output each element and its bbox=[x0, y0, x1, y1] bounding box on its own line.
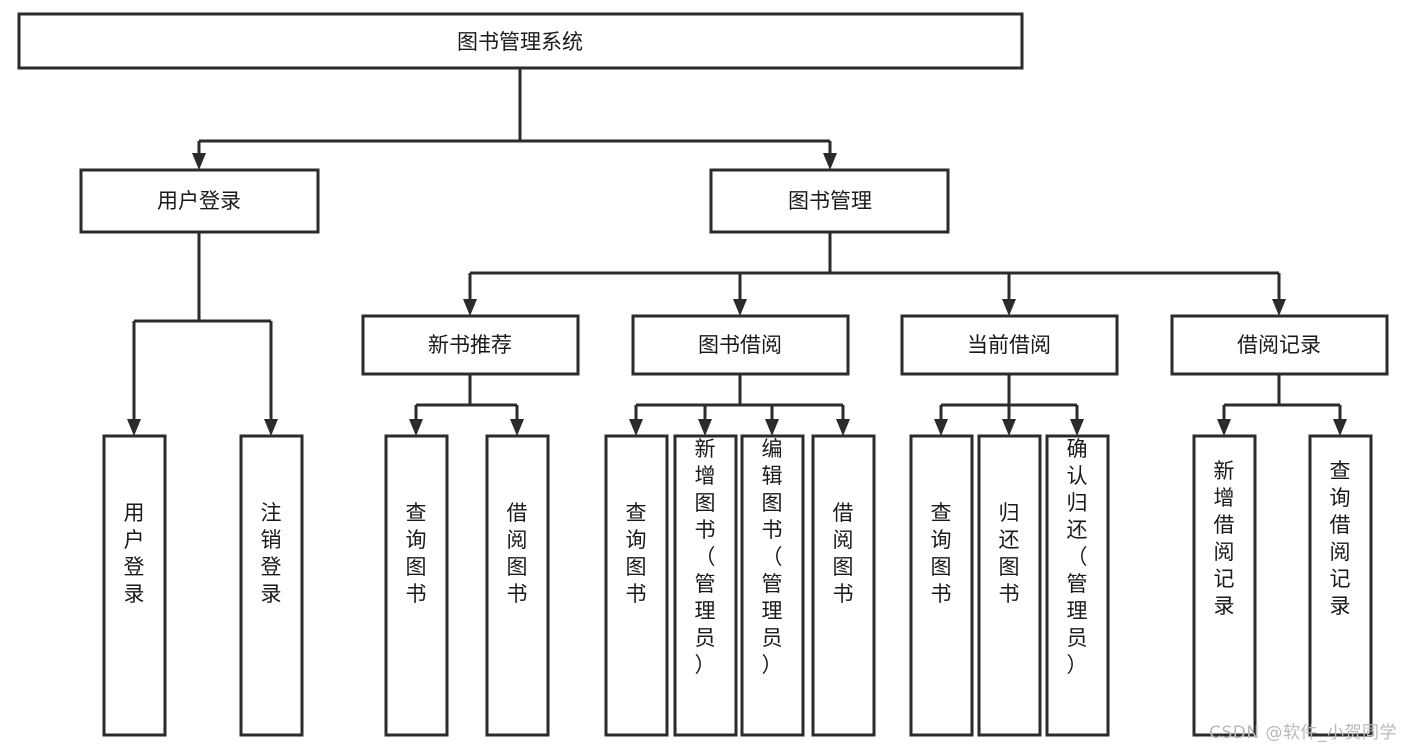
leaf-current-borrow-1-label: 查询图书 bbox=[931, 501, 952, 606]
leaf-user-login-1-box[interactable] bbox=[102, 434, 167, 737]
arrowhead-leaf-currentborrow-3 bbox=[1070, 419, 1084, 436]
leaf-book-borrow-1-box[interactable] bbox=[604, 434, 669, 737]
arrowhead-leaf-bookborrow-3 bbox=[765, 419, 779, 436]
leaf-node[interactable]: 借阅图书 bbox=[485, 434, 550, 737]
connector-group-bookmgmt bbox=[463, 232, 1286, 316]
leaf-book-borrow-4-label: 借阅图书 bbox=[833, 501, 854, 606]
leaf-node[interactable]: 查询图书 bbox=[384, 434, 449, 737]
node-current-borrow[interactable]: 当前借阅 bbox=[900, 314, 1119, 376]
arrowhead-bookborrow bbox=[733, 299, 747, 316]
arrowhead-leaf-borrowrecord-1 bbox=[1217, 419, 1231, 436]
connector-group-root bbox=[192, 68, 837, 170]
connector-group-borrowrecord bbox=[1217, 374, 1347, 436]
leaf-borrow-record-2-label: 查询借阅记录 bbox=[1330, 459, 1351, 618]
leaf-book-borrow-3-label: 编辑图书（管理员） bbox=[762, 437, 783, 677]
connector-group-currentborrow bbox=[934, 374, 1084, 436]
leaf-node[interactable]: 查询图书 bbox=[909, 434, 974, 737]
arrowhead-bookmgmt bbox=[823, 153, 837, 170]
leaf-user-login-2-box[interactable] bbox=[239, 434, 304, 737]
leaf-new-book-2-box[interactable] bbox=[485, 434, 550, 737]
node-book-management-label: 图书管理 bbox=[788, 189, 872, 213]
leaf-borrow-record-1-box[interactable] bbox=[1192, 434, 1257, 737]
arrowhead-leaf-currentborrow-1 bbox=[934, 419, 948, 436]
node-book-borrow-box[interactable] bbox=[631, 314, 850, 376]
leaf-book-borrow-2-box[interactable] bbox=[673, 434, 738, 737]
node-root-box[interactable] bbox=[17, 12, 1024, 70]
node-book-borrow[interactable]: 图书借阅 bbox=[631, 314, 850, 376]
node-root-label: 图书管理系统 bbox=[457, 30, 583, 54]
node-new-book-recommend-label: 新书推荐 bbox=[428, 333, 512, 357]
connector-group-userlogin bbox=[127, 232, 278, 436]
leaf-current-borrow-1-box[interactable] bbox=[909, 434, 974, 737]
leaf-book-borrow-4-box[interactable] bbox=[811, 434, 876, 737]
node-borrow-record[interactable]: 借阅记录 bbox=[1170, 314, 1389, 376]
arrowhead-borrowrecord bbox=[1272, 299, 1286, 316]
leaf-node[interactable]: 新增图书（管理员） bbox=[673, 434, 738, 737]
leaf-borrow-record-2-box[interactable] bbox=[1308, 434, 1373, 737]
leaf-node[interactable]: 确认归还（管理员） bbox=[1045, 434, 1110, 737]
leaf-node[interactable]: 借阅图书 bbox=[811, 434, 876, 737]
node-borrow-record-box[interactable] bbox=[1170, 314, 1389, 376]
arrowhead-leaf-borrowrecord-2 bbox=[1333, 419, 1347, 436]
arrowhead-leaf-newbook-1 bbox=[409, 419, 423, 436]
connector-group-newbook bbox=[409, 374, 524, 436]
leaf-node[interactable]: 注销登录 bbox=[239, 434, 304, 737]
leaf-node[interactable]: 用户登录 bbox=[102, 434, 167, 737]
node-root[interactable]: 图书管理系统 bbox=[17, 12, 1024, 70]
leaf-node[interactable]: 查询图书 bbox=[604, 434, 669, 737]
leaf-borrow-record-1-label: 新增借阅记录 bbox=[1214, 459, 1235, 618]
arrowhead-userlogin bbox=[192, 153, 206, 170]
leaf-current-borrow-2-box[interactable] bbox=[977, 434, 1042, 737]
arrowhead-leaf-user-login-2 bbox=[264, 419, 278, 436]
leaf-node[interactable]: 编辑图书（管理员） bbox=[740, 434, 805, 737]
leaf-new-book-2-label: 借阅图书 bbox=[507, 501, 528, 606]
leaf-node[interactable]: 归还图书 bbox=[977, 434, 1042, 737]
leaf-user-login-2-label: 注销登录 bbox=[261, 501, 282, 606]
node-new-book-recommend[interactable]: 新书推荐 bbox=[361, 314, 580, 376]
arrowhead-leaf-currentborrow-2 bbox=[1002, 419, 1016, 436]
node-current-borrow-label: 当前借阅 bbox=[967, 333, 1051, 357]
arrowhead-leaf-bookborrow-4 bbox=[836, 419, 850, 436]
node-user-login[interactable]: 用户登录 bbox=[79, 168, 320, 234]
node-book-management[interactable]: 图书管理 bbox=[709, 168, 950, 234]
leaf-book-borrow-3-box[interactable] bbox=[740, 434, 805, 737]
arrowhead-leaf-bookborrow-2 bbox=[698, 419, 712, 436]
node-current-borrow-box[interactable] bbox=[900, 314, 1119, 376]
arrowhead-leaf-bookborrow-1 bbox=[629, 419, 643, 436]
node-book-management-box[interactable] bbox=[709, 168, 950, 234]
node-borrow-record-label: 借阅记录 bbox=[1237, 333, 1321, 357]
arrowhead-newbook bbox=[463, 299, 477, 316]
node-new-book-recommend-box[interactable] bbox=[361, 314, 580, 376]
connector-group-bookborrow bbox=[629, 374, 850, 436]
leaf-current-borrow-2-label: 归还图书 bbox=[999, 501, 1020, 606]
leaf-current-borrow-3-box[interactable] bbox=[1045, 434, 1110, 737]
node-user-login-label: 用户登录 bbox=[157, 189, 241, 213]
leaf-node[interactable]: 查询借阅记录 bbox=[1308, 434, 1373, 737]
leaf-new-book-1-box[interactable] bbox=[384, 434, 449, 737]
leaf-node[interactable]: 新增借阅记录 bbox=[1192, 434, 1257, 737]
node-user-login-box[interactable] bbox=[79, 168, 320, 234]
leaf-new-book-1-label: 查询图书 bbox=[406, 501, 427, 606]
arrowhead-leaf-newbook-2 bbox=[510, 419, 524, 436]
leaf-book-borrow-2-label: 新增图书（管理员） bbox=[695, 437, 716, 677]
node-book-borrow-label: 图书借阅 bbox=[698, 333, 782, 357]
leaf-book-borrow-1-label: 查询图书 bbox=[626, 501, 647, 606]
leaf-user-login-1-label: 用户登录 bbox=[124, 501, 145, 606]
arrowhead-leaf-user-login-1 bbox=[127, 419, 141, 436]
leaf-current-borrow-3-label: 确认归还（管理员） bbox=[1067, 437, 1088, 677]
arrowhead-currentborrow bbox=[1002, 299, 1016, 316]
